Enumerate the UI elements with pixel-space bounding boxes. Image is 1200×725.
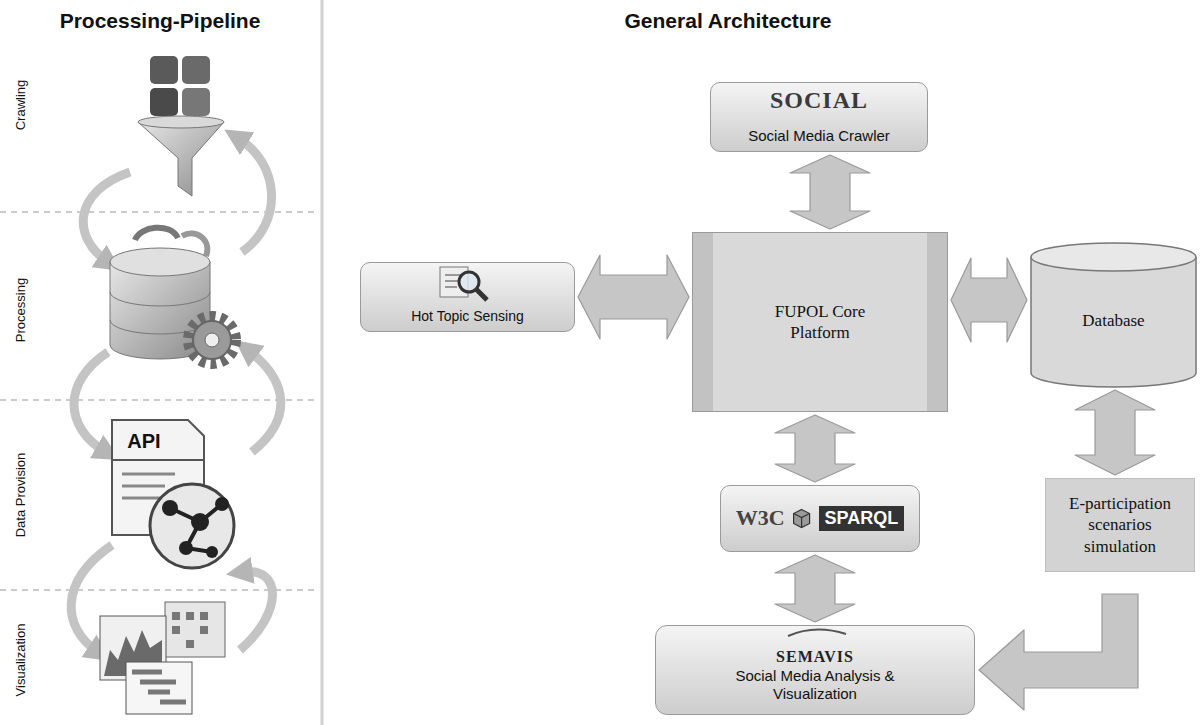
stage-label: Data Provision [13, 453, 28, 538]
cylinder-outline [1031, 243, 1196, 271]
node-text: Social Media Crawler [748, 127, 890, 145]
node-text: Database [1082, 310, 1144, 331]
cycle-arrow [74, 352, 108, 452]
graph-icon [191, 513, 209, 531]
double-arrow [1075, 390, 1155, 475]
platform-box: FUPOL Core Platform [692, 232, 948, 412]
api-document [112, 459, 204, 461]
crawler-box: SOCIAL Social Media Crawler [710, 82, 928, 152]
simulation-box: E-participation scenarios simulation [1045, 478, 1195, 572]
module-box: Hot Topic Sensing [360, 262, 575, 332]
social-icon [150, 56, 178, 84]
double-arrow [578, 255, 689, 339]
cylinder-outline [1031, 257, 1196, 387]
node-text: Hot Topic Sensing [411, 308, 524, 325]
section-heading: Processing-Pipeline [60, 9, 261, 33]
double-arrow [951, 258, 1027, 342]
gear-icon [205, 333, 219, 347]
stage-label: Processing [13, 278, 28, 342]
gear-icon [193, 321, 231, 359]
funnel-icon [138, 122, 224, 196]
bent-arrow [979, 594, 1138, 710]
stage-separator [0, 399, 318, 401]
database-icon [110, 248, 210, 276]
stage-label: Crawling [13, 80, 28, 131]
recycle-icon [135, 228, 178, 240]
node-text: Social Media Analysis & Visualization [700, 667, 930, 703]
api-document [122, 497, 160, 500]
graph-icon [150, 484, 234, 568]
stage-label: Visualization [13, 624, 28, 697]
chart-icon [126, 662, 192, 714]
node-text: FUPOL Core Platform [755, 301, 885, 344]
social-icon [150, 88, 178, 116]
section-heading: General Architecture [625, 9, 832, 33]
node-text: SOCIAL [770, 87, 868, 113]
gear-icon [188, 316, 236, 364]
graph-icon [215, 497, 229, 511]
graph-icon [179, 541, 193, 555]
icon-label: API [127, 430, 160, 453]
graph-icon [206, 546, 218, 558]
api-document [122, 485, 165, 488]
social-icon [182, 56, 210, 84]
node-text: SPARQL [819, 506, 905, 532]
sparql-box: W3C SPARQL [720, 485, 920, 552]
double-arrow [790, 155, 870, 229]
node-text: E-participation scenarios simulation [1052, 493, 1188, 557]
cycle-arrow [248, 350, 281, 452]
api-document [122, 473, 175, 476]
node-text: SEMAVIS [776, 647, 854, 666]
cycle-arrow [83, 172, 130, 262]
graph-icon [170, 504, 222, 552]
graph-icon [162, 500, 178, 516]
divider-line [321, 0, 324, 725]
chart-icon [165, 602, 225, 657]
double-arrow [775, 415, 855, 482]
double-arrow [775, 555, 855, 622]
database-cylinder: Database [1030, 243, 1197, 387]
chart-icon [172, 612, 208, 648]
social-icon [182, 88, 210, 116]
cycle-arrow [238, 138, 272, 252]
chart-icon [132, 672, 186, 702]
funnel-icon [138, 116, 224, 128]
visualization-box: SEMAVISSocial Media Analysis & Visualiza… [655, 625, 975, 715]
node-text: W3C [736, 506, 785, 530]
cycle-arrow [240, 571, 273, 650]
